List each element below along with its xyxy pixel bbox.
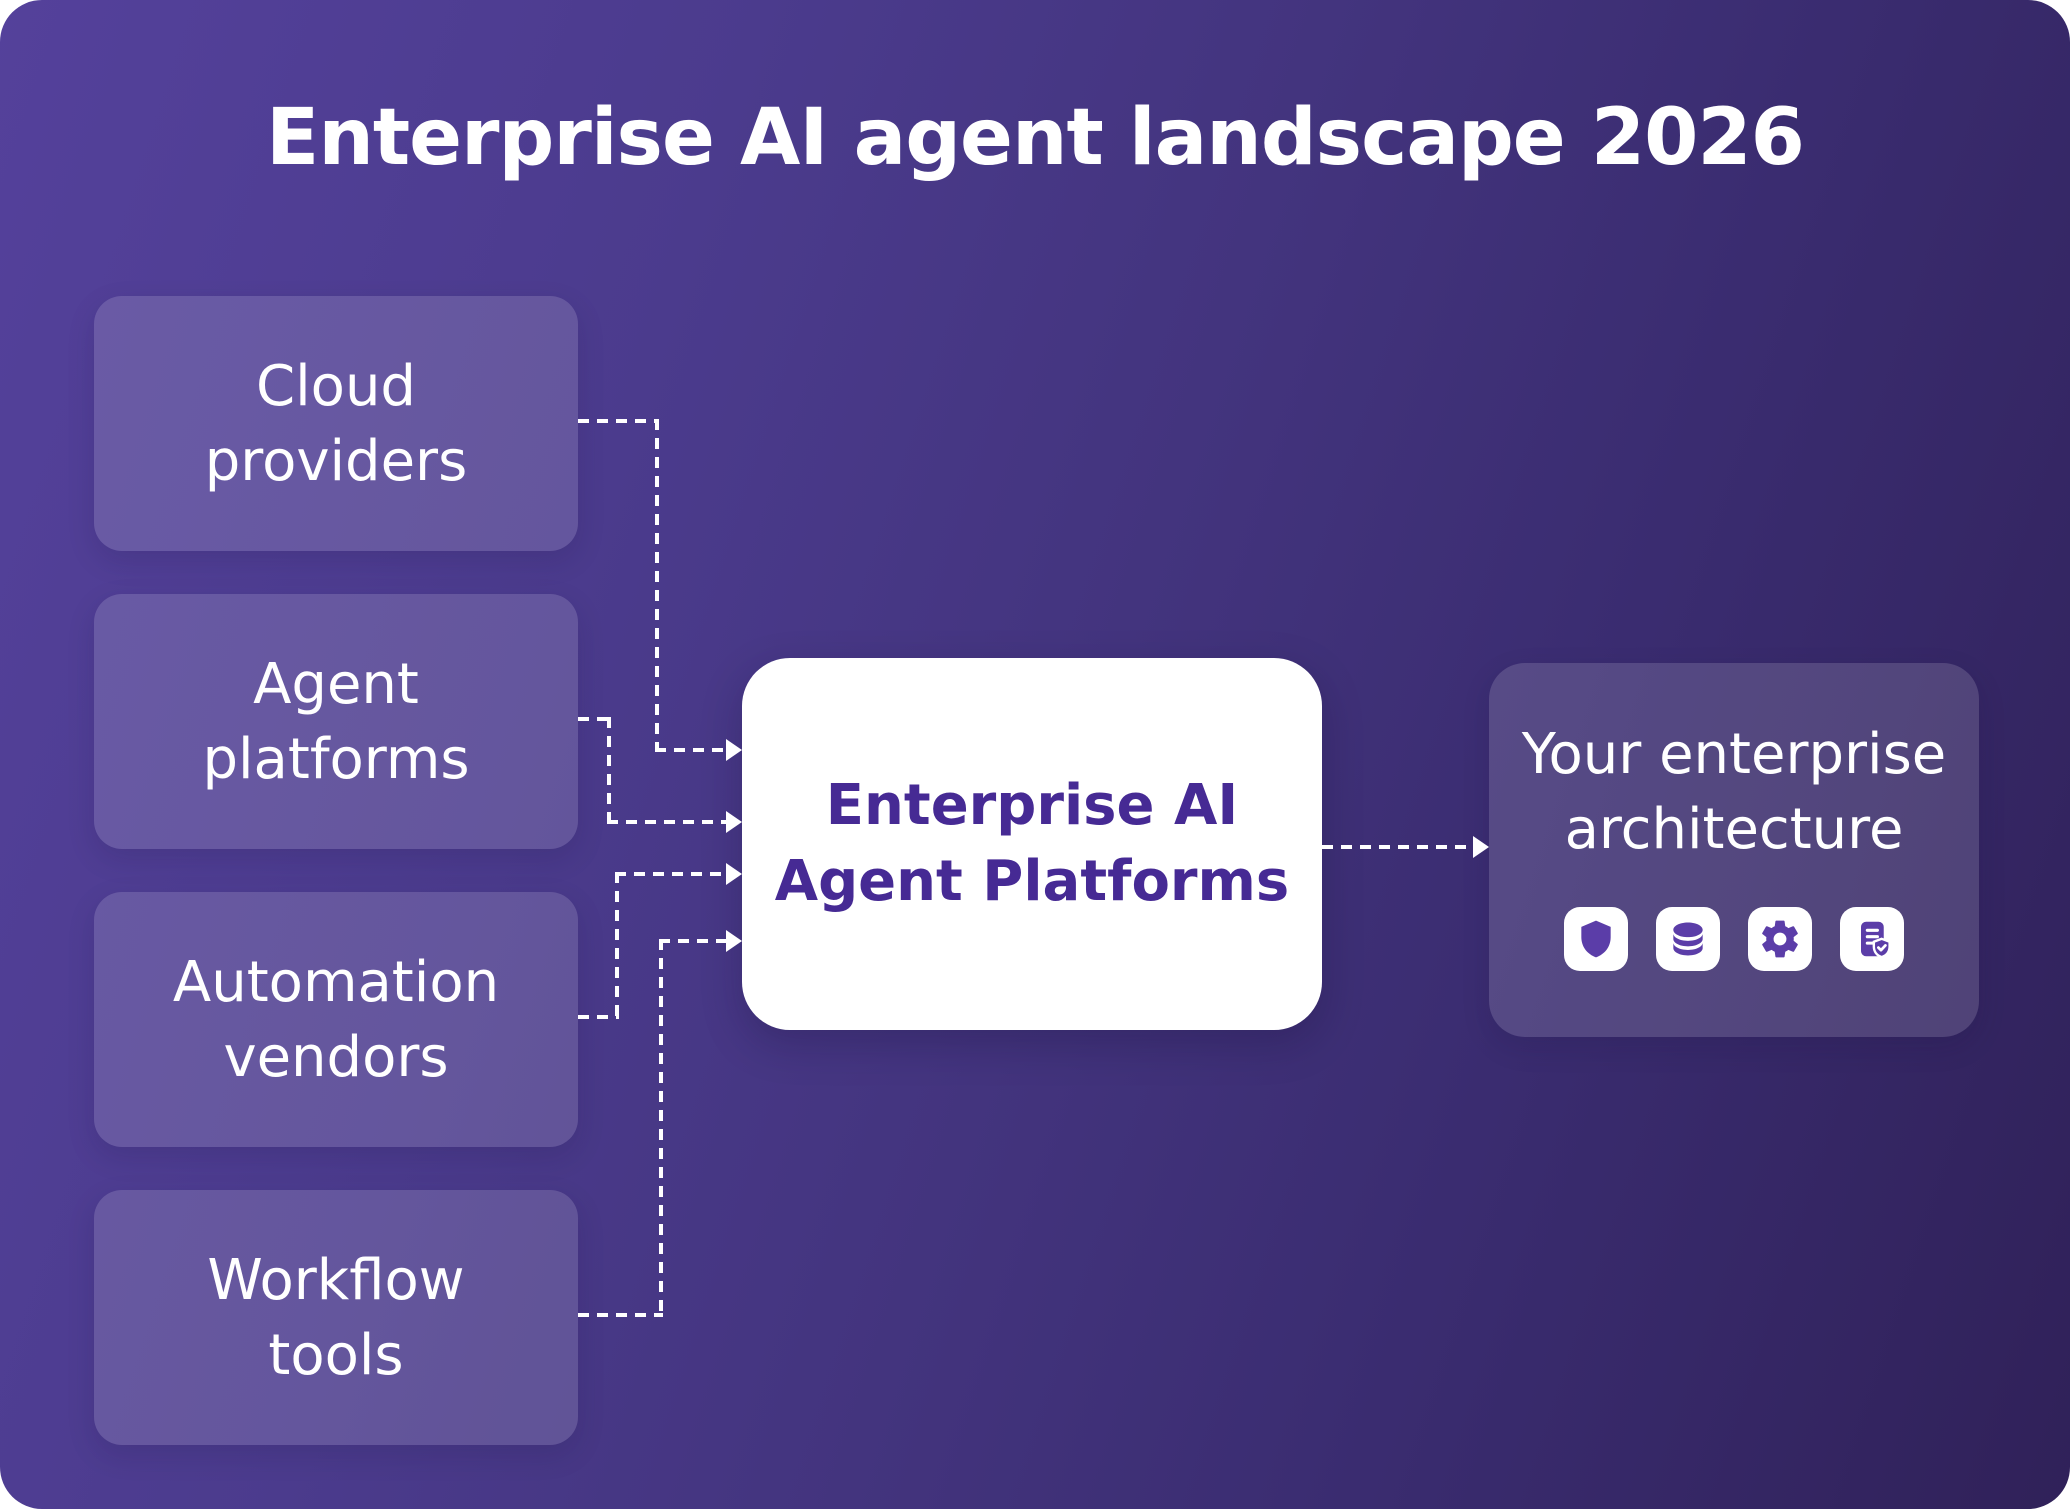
connector-segment <box>615 872 726 876</box>
node-cloud-providers: Cloud providers <box>94 296 578 551</box>
connector-segment <box>578 1015 619 1019</box>
arrowhead-icon <box>726 739 742 761</box>
arrowhead-icon <box>1473 836 1489 858</box>
connector-segment <box>578 717 611 721</box>
connector-segment <box>1322 845 1473 849</box>
node-automation-vendors: Automation vendors <box>94 892 578 1147</box>
node-label: Enterprise AI Agent Platforms <box>774 773 1290 914</box>
page-title: Enterprise AI agent landscape 2026 <box>266 93 1805 183</box>
connector-segment <box>578 1313 663 1317</box>
connector-segment <box>659 939 663 1317</box>
node-label: Your enterprise architecture <box>1521 722 1947 862</box>
connector-segment <box>655 419 659 752</box>
node-label: Agent platforms <box>202 651 470 792</box>
arrowhead-icon <box>726 930 742 952</box>
architecture-icon-row <box>1564 907 1904 971</box>
connector-segment <box>615 872 619 1019</box>
node-agent-platforms: Agent platforms <box>94 594 578 849</box>
node-label: Cloud providers <box>204 353 468 494</box>
shield-icon <box>1564 907 1628 971</box>
connector-segment <box>578 419 657 423</box>
connector-segment <box>655 748 726 752</box>
connector-segment <box>607 717 611 824</box>
connector-segment <box>659 939 726 943</box>
node-label: Automation vendors <box>172 949 500 1090</box>
database-icon <box>1656 907 1720 971</box>
gear-icon <box>1748 907 1812 971</box>
node-your-enterprise-architecture: Your enterprise architecture <box>1489 663 1979 1037</box>
node-workflow-tools: Workflow tools <box>94 1190 578 1445</box>
compliance-report-icon <box>1840 907 1904 971</box>
arrowhead-icon <box>726 811 742 833</box>
arrowhead-icon <box>726 863 742 885</box>
node-label: Workflow tools <box>207 1247 465 1388</box>
connector-segment <box>607 820 726 824</box>
node-enterprise-ai-agent-platforms: Enterprise AI Agent Platforms <box>742 658 1322 1030</box>
